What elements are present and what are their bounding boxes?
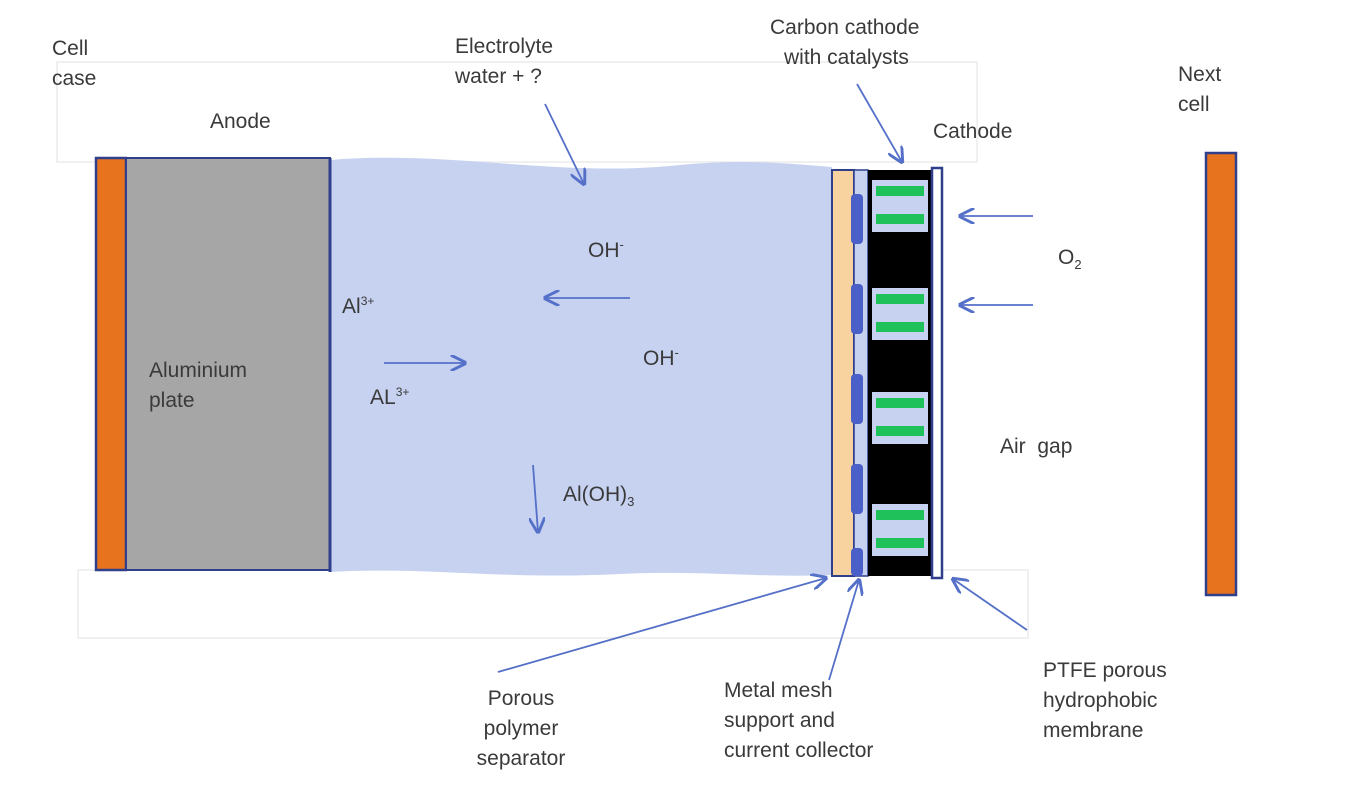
cell-case-wall (94, 156, 128, 572)
anode-label: Anode (210, 110, 271, 133)
air-gap-label: Air gap (1000, 435, 1073, 458)
mesh-node (851, 284, 863, 334)
catalyst-band (872, 504, 928, 556)
mesh-node (851, 464, 863, 514)
cathode-label: Cathode (933, 120, 1013, 143)
electrolyte-region (330, 157, 832, 576)
background-frame-bottom (77, 569, 1029, 639)
al-ion-label: Al3+ (342, 294, 375, 318)
oh-ion-label: OH- (643, 345, 679, 370)
mesh-node (851, 194, 863, 244)
separator-layer (831, 169, 855, 577)
oh-ion-label: OH- (588, 237, 624, 262)
precipitate-arrow (533, 464, 538, 532)
catalyst-band (872, 288, 928, 340)
catalyst-band (872, 392, 928, 444)
oxygen-label: O2 (1058, 246, 1082, 273)
aluminium-plate (125, 157, 331, 571)
ptfe-pointer-arrow (953, 579, 1028, 631)
catalyst-band (872, 180, 928, 232)
al-ion-label: AL3+ (370, 385, 410, 409)
separator-pointer-arrow (497, 578, 826, 673)
mesh-pointer-arrow (828, 580, 859, 681)
aluminium-hydroxide-label: Al(OH)3 (563, 483, 635, 510)
mesh-node (851, 374, 863, 424)
electrolyte-pointer-arrow (544, 103, 584, 184)
mesh-node (851, 548, 863, 576)
background-frame-top (56, 61, 978, 163)
carbon-cathode-pointer-arrow (856, 83, 902, 162)
next-cell-wall (1204, 151, 1238, 597)
ptfe-membrane (930, 166, 944, 580)
